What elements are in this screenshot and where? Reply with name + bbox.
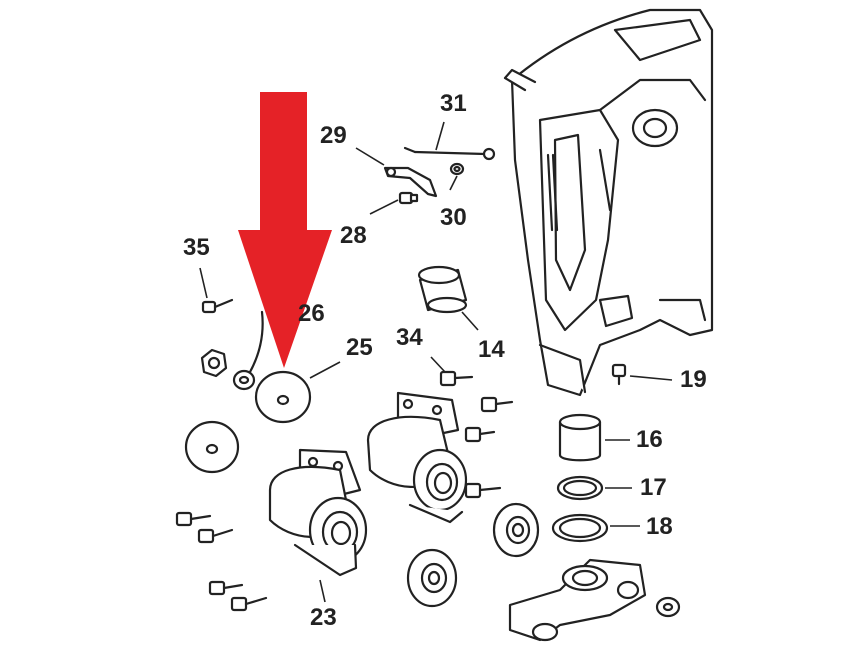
part-18-ring <box>551 513 609 543</box>
part-31-rod <box>403 146 496 161</box>
small-washer <box>655 596 681 618</box>
label-35: 35 <box>183 234 210 261</box>
label-31: 31 <box>440 90 467 117</box>
housing-bracket <box>503 8 714 397</box>
lower-arm <box>508 558 647 642</box>
part-35-screw <box>201 298 234 314</box>
red-down-arrow-icon <box>238 92 332 368</box>
label-25: 25 <box>346 334 373 361</box>
label-17: 17 <box>640 474 667 501</box>
left-washer <box>184 420 240 474</box>
label-18: 18 <box>646 513 673 540</box>
label-14: 14 <box>478 336 505 363</box>
part-29-clip <box>383 166 438 198</box>
hex-nut <box>200 348 228 378</box>
part-16-sleeve <box>558 413 602 462</box>
label-19: 19 <box>680 366 707 393</box>
part-25-washer <box>254 370 312 424</box>
leader-lines <box>199 121 673 603</box>
part-19-screw <box>611 363 627 386</box>
label-28: 28 <box>340 222 367 249</box>
label-30: 30 <box>440 204 467 231</box>
label-29: 29 <box>320 122 347 149</box>
part-23-mount-back <box>366 391 468 524</box>
label-26: 26 <box>298 300 325 327</box>
grommet-left <box>406 548 458 608</box>
part-23-mount-front <box>268 448 368 577</box>
label-23: 23 <box>310 604 337 631</box>
label-34: 34 <box>396 324 423 351</box>
part-28-bolt <box>398 191 419 205</box>
label-16: 16 <box>636 426 663 453</box>
part-14-bushing <box>417 265 468 314</box>
mount-bolts <box>175 511 268 612</box>
part-30-nut <box>449 162 465 176</box>
part-26-wire <box>232 310 264 391</box>
grommet-right <box>492 502 540 558</box>
part-34-bolts <box>439 370 514 499</box>
part-17-ring <box>556 475 604 501</box>
